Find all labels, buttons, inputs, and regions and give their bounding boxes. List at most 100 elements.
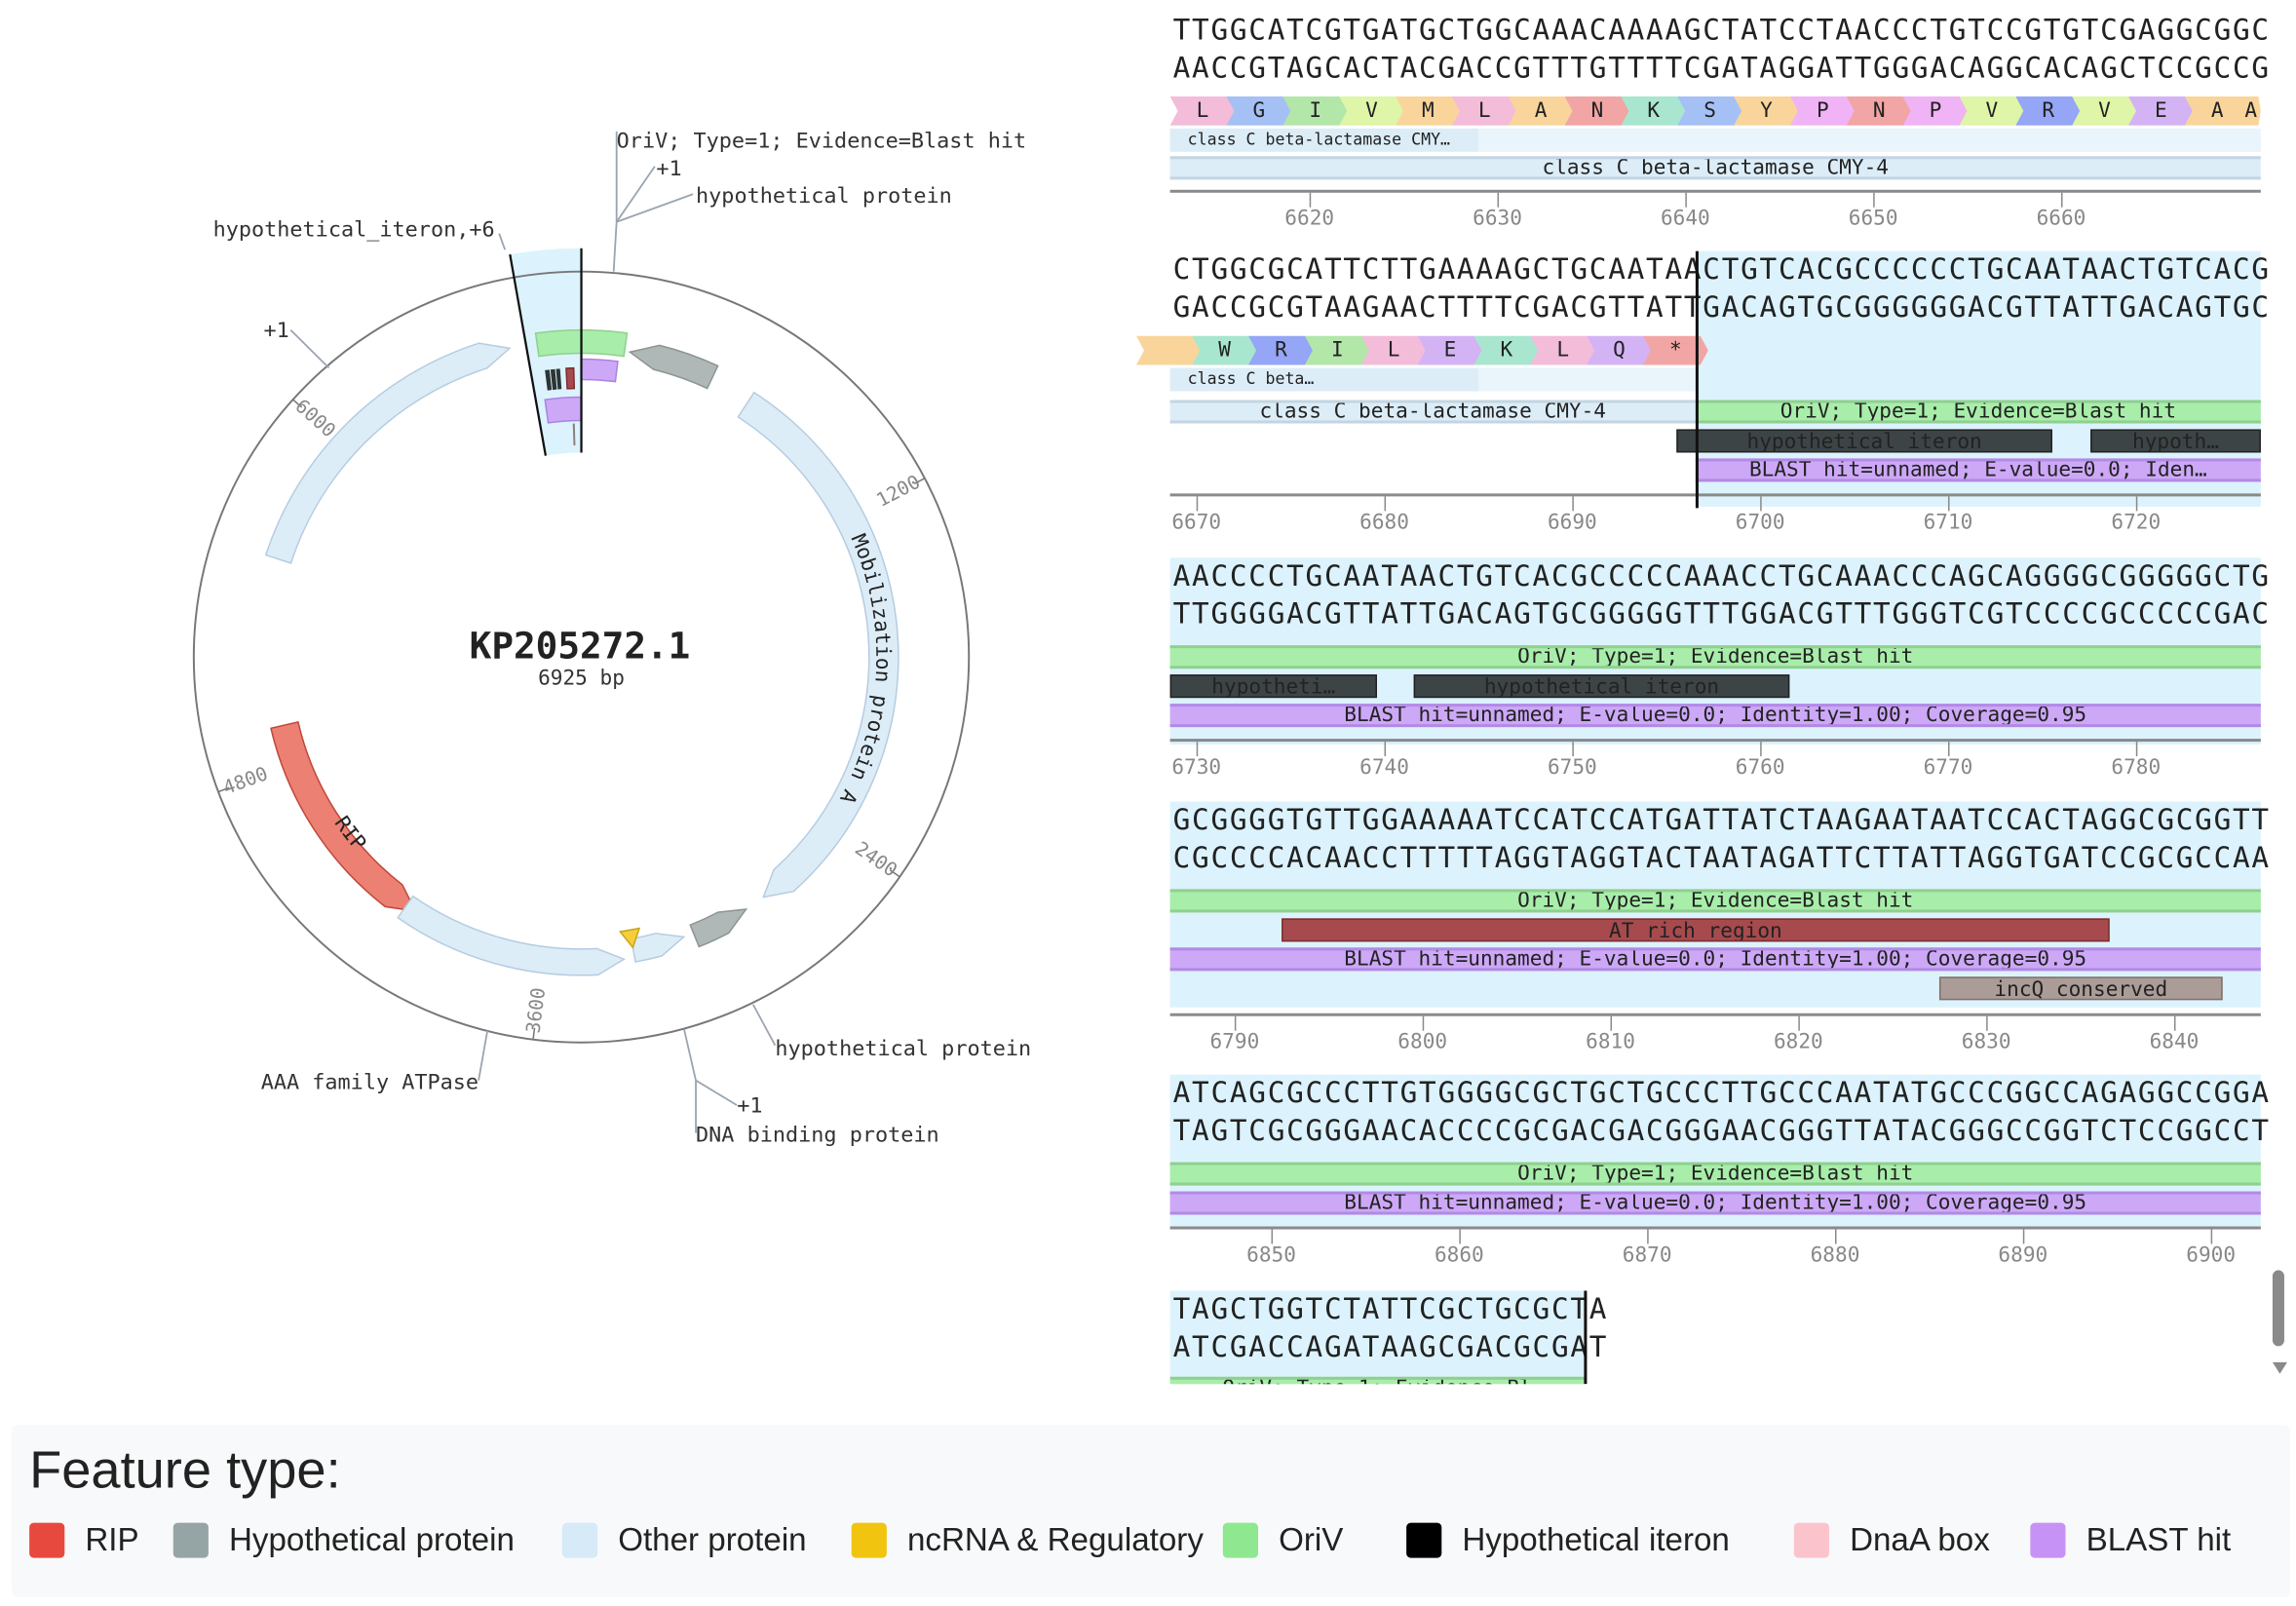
label-aaa-atpase[interactable]: AAA family ATPase xyxy=(261,1071,478,1095)
amino-acid[interactable]: E xyxy=(2127,96,2194,126)
legend-item[interactable]: Hypothetical protein xyxy=(172,1521,515,1559)
amino-acid[interactable]: V xyxy=(1959,96,2025,126)
forward-strand[interactable]: AACCCCTGCAATAACTGTCACGCCCCCAAACCTGCAAACC… xyxy=(1172,558,2271,593)
blast-hit-bar[interactable]: BLAST_hit=unnamed; E-value=0.0; Iden… xyxy=(1695,458,2261,482)
amino-acid[interactable]: M xyxy=(1395,96,1461,126)
reverse-strand[interactable]: CGCCCCACAACCTTTTTAGGTAGGTACTAATAGATTCTTA… xyxy=(1172,840,2271,875)
reverse-strand[interactable]: ATCGACCAGATAAGCGACGCGAT xyxy=(1172,1329,1609,1364)
incq-conserved-bar[interactable]: incQ_conserved xyxy=(1938,976,2223,1001)
blast-hit-bar[interactable]: BLAST_hit=unnamed; E-value=0.0; Identity… xyxy=(1169,947,2261,972)
amino-acid[interactable]: P xyxy=(1902,96,1969,126)
at-rich-region-bar[interactable]: AT_rich_region xyxy=(1282,918,2110,942)
forward-strand[interactable]: CTGGCGCATTCTTGAAAAGCTGCAATAACTGTCACGCCCC… xyxy=(1172,252,2271,287)
oriv-bar[interactable]: OriV; Type=1; Evidence=Blast hit xyxy=(1169,645,2261,669)
amino-acid[interactable]: L xyxy=(1169,96,1236,126)
amino-acid[interactable]: L xyxy=(1360,335,1427,365)
blast-hit-bar[interactable]: BLAST_hit=unnamed; E-value=0.0; Identity… xyxy=(1169,1191,2261,1215)
incq-conserved-mark[interactable] xyxy=(572,423,576,446)
small-label-bar[interactable]: class C beta-lactamase CMY… xyxy=(1169,128,2261,152)
amino-acid[interactable]: A xyxy=(2184,96,2250,126)
iteron-bar[interactable]: hypotheti… xyxy=(1169,674,1378,699)
forward-strand[interactable]: TAGCTGGTCTATTCGCTGCGCTA xyxy=(1172,1291,1609,1326)
label-plus1-top[interactable]: +1 xyxy=(656,157,681,181)
ncrna-regulatory-mark[interactable] xyxy=(618,927,641,949)
legend-item[interactable]: RIP xyxy=(29,1521,139,1559)
hypothetical-protein-top-arc[interactable] xyxy=(628,344,719,390)
label-hypothetical-protein-top[interactable]: hypothetical protein xyxy=(696,184,952,209)
iteron-bar[interactable]: hypothetical_iteron xyxy=(1413,674,1790,699)
amino-acid[interactable]: N xyxy=(1564,96,1630,126)
cds-bar[interactable]: class C beta-lactamase CMY-4 xyxy=(1169,156,2261,180)
amino-acid[interactable]: S xyxy=(1677,96,1743,126)
forward-strand[interactable]: GCGGGGTGTTGGAAAAATCCATCCATGATTATCTAAGAAT… xyxy=(1172,803,2271,837)
at-rich-region-mark[interactable] xyxy=(565,366,576,390)
blast-hit-bar[interactable]: BLAST_hit=unnamed; E-value=0.0; Identity… xyxy=(1169,704,2261,728)
blast-hit-arc[interactable] xyxy=(580,358,619,383)
scroll-down-arrow-icon[interactable] xyxy=(2272,1361,2287,1374)
small-label-bar[interactable]: class C beta… xyxy=(1169,367,1696,392)
amino-acid[interactable] xyxy=(1135,335,1202,365)
amino-acid[interactable]: A xyxy=(2240,96,2261,126)
amino-acid[interactable]: K xyxy=(1473,335,1540,365)
oriv-bar[interactable]: OriV; Type=1; Evidence=Blast hit xyxy=(1169,1162,2261,1186)
amino-acid[interactable]: Q xyxy=(1587,335,1652,365)
iteron-bar[interactable]: hypothetical_iteron xyxy=(1676,429,2052,453)
amino-acid[interactable]: R xyxy=(1248,335,1314,365)
amino-acid[interactable]: I xyxy=(1304,335,1370,365)
iteron-bar[interactable]: hypoth… xyxy=(2090,429,2261,453)
cds-bar[interactable]: class C beta-lactamase CMY-4 xyxy=(1169,400,1696,424)
amino-acid[interactable]: R xyxy=(2015,96,2082,126)
label-dna-binding-protein[interactable]: DNA binding protein xyxy=(696,1124,939,1148)
amino-acid[interactable]: I xyxy=(1282,96,1349,126)
reverse-strand[interactable]: AACCGTAGCACTACGACCGTTTGTTTTCGATAGGATTGGG… xyxy=(1172,51,2271,85)
amino-acid[interactable]: N xyxy=(1846,96,1912,126)
forward-strand[interactable]: ATCAGCGCCCTTGTGGGGCGCTGCTGCCCTTGCCCAATAT… xyxy=(1172,1076,2271,1110)
oriv-bar[interactable]: OriV; Type=1; Evidence=Blast hit xyxy=(1695,400,2261,424)
legend-item[interactable]: Hypothetical iteron xyxy=(1406,1521,1730,1559)
oriv-bar[interactable]: OriV; Type=1; Evidence=Blast hit xyxy=(1169,889,2261,913)
legend-item[interactable]: ncRNA & Regulatory xyxy=(851,1521,1204,1559)
label-oriv[interactable]: OriV; Type=1; Evidence=Blast hit xyxy=(617,129,1026,153)
mobilization-protein-arc[interactable] xyxy=(737,391,899,899)
legend-item[interactable]: Other protein xyxy=(561,1521,807,1559)
amino-acid[interactable]: L xyxy=(1451,96,1517,126)
label-plus1-bottom[interactable]: +1 xyxy=(737,1094,762,1119)
iteron-mark[interactable] xyxy=(550,368,557,391)
label-plus1-left[interactable]: +1 xyxy=(263,319,288,343)
reverse-strand[interactable]: TAGTCGCGGGAACACCCCGCGACGACGGGAACGGGTTATA… xyxy=(1172,1114,2271,1148)
selection-cursor[interactable] xyxy=(1584,1290,1588,1385)
blast-hit-inner-arc[interactable] xyxy=(544,396,583,424)
dna-binding-protein-arc[interactable] xyxy=(630,933,686,963)
label-hypothetical-protein-bottom[interactable]: hypothetical protein xyxy=(775,1037,1031,1061)
scrollbar-thumb[interactable] xyxy=(2272,1270,2284,1347)
amino-acid[interactable]: L xyxy=(1530,335,1596,365)
reverse-strand[interactable]: GACCGCGTAAGAACTTTTCGACGTTATTGACAGTGCGGGG… xyxy=(1172,290,2271,325)
amino-acid[interactable]: V xyxy=(2072,96,2137,126)
amino-acid[interactable]: G xyxy=(1226,96,1292,126)
legend-item[interactable]: BLAST hit xyxy=(2030,1521,2231,1559)
amino-acid[interactable]: W xyxy=(1192,335,1258,365)
selection-edge[interactable] xyxy=(509,253,548,456)
iteron-mark[interactable] xyxy=(545,369,553,391)
aaa-atpase-arc[interactable] xyxy=(397,895,627,976)
label-hypothetical-iteron[interactable]: hypothetical_iteron,+6 xyxy=(213,218,495,243)
amino-acid[interactable]: P xyxy=(1789,96,1856,126)
oriv-bar[interactable]: OriV; Type=1; Evidence=Bl xyxy=(1169,1376,1585,1385)
hypothetical-protein-bottom-arc[interactable] xyxy=(689,908,748,948)
amino-acid[interactable]: E xyxy=(1417,335,1483,365)
amino-acid[interactable]: Y xyxy=(1734,96,1799,126)
iteron-mark[interactable] xyxy=(555,368,562,390)
top-left-protein-arc[interactable] xyxy=(264,342,512,564)
amino-acid[interactable]: A xyxy=(1508,96,1574,126)
legend-item[interactable]: DnaA box xyxy=(1793,1521,1990,1559)
legend-item[interactable]: OriV xyxy=(1222,1521,1343,1559)
map-tick xyxy=(889,869,900,878)
selection-cursor[interactable] xyxy=(1695,250,1699,509)
rip-arc[interactable] xyxy=(270,721,417,912)
amino-acid[interactable]: V xyxy=(1339,96,1404,126)
amino-acid[interactable]: K xyxy=(1621,96,1687,126)
reverse-strand[interactable]: TTGGGGACGTTATTGACAGTGCGGGGGTTTGGACGTTTGG… xyxy=(1172,596,2271,631)
forward-strand[interactable]: TTGGCATCGTGATGCTGGCAAACAAAAGCTATCCTAACCC… xyxy=(1172,13,2271,47)
